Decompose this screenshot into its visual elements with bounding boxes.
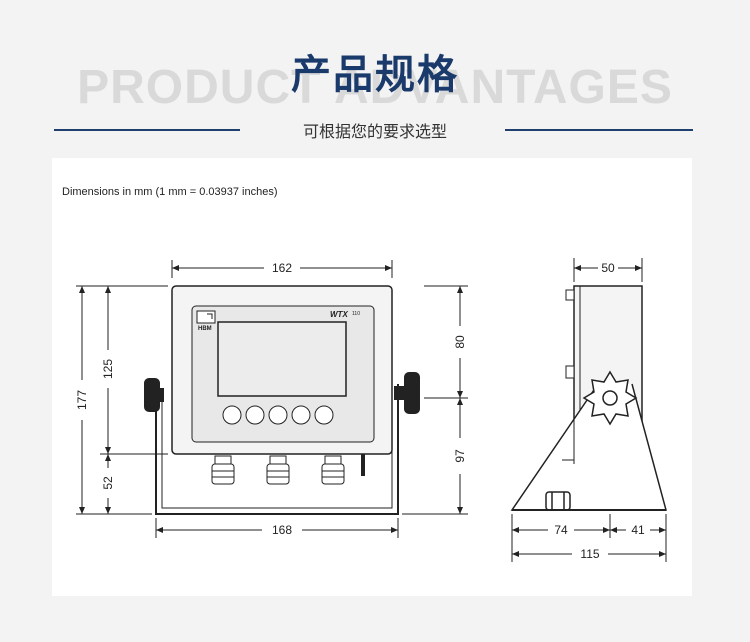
dim-label-168: 168 [272, 523, 292, 537]
dim-side-depth [573, 258, 643, 282]
dim-front-width-bottom [155, 518, 399, 538]
base-nut-icon [545, 491, 571, 511]
dim-label-74: 74 [554, 523, 568, 537]
dim-right-verticals [402, 285, 468, 515]
page-title: 产品规格 [291, 52, 459, 98]
ground-stud [361, 454, 365, 476]
cable-gland-3 [321, 455, 345, 485]
dim-label-115: 115 [580, 547, 599, 561]
technical-drawing: HBM WTX 110 162 168 [75, 258, 667, 562]
dim-left-verticals [76, 285, 168, 515]
dim-label-97: 97 [453, 449, 467, 463]
function-button-4 [291, 405, 311, 425]
dim-base-parts [511, 514, 667, 562]
cable-gland-1 [211, 455, 235, 485]
display-screen [217, 321, 347, 397]
dim-label-125: 125 [101, 359, 115, 379]
dim-label-177: 177 [75, 390, 89, 410]
function-button-2 [245, 405, 265, 425]
left-knob-icon [144, 378, 164, 412]
mounting-bracket [155, 384, 399, 515]
side-view [510, 285, 667, 511]
dim-label-52: 52 [101, 476, 115, 490]
function-button-1 [222, 405, 242, 425]
dim-label-80: 80 [453, 335, 467, 349]
brand-logo-text: HBM [198, 326, 212, 332]
dim-label-162: 162 [272, 261, 292, 275]
model-number-label: 110 [352, 311, 360, 317]
cable-gland-2 [266, 455, 290, 485]
background-watermark-title: PRODUCT ADVANTAGES [77, 61, 673, 114]
dim-front-width-top [171, 260, 393, 278]
front-view [144, 285, 420, 515]
dim-label-41: 41 [631, 523, 645, 537]
function-button-3 [268, 405, 288, 425]
function-button-5 [314, 405, 334, 425]
page-subtitle: 可根据您的要求选型 [302, 122, 447, 141]
model-label: WTX [330, 310, 348, 319]
dim-label-50: 50 [601, 261, 615, 275]
left-divider [54, 129, 240, 131]
drawing-panel: Dimensions in mm (1 mm = 0.03937 inches) [52, 158, 692, 596]
dimension-note: Dimensions in mm (1 mm = 0.03937 inches) [62, 186, 278, 198]
right-divider [505, 129, 693, 131]
side-bracket [510, 383, 667, 511]
side-knob-icon [582, 370, 638, 426]
right-knob-icon [394, 372, 420, 414]
